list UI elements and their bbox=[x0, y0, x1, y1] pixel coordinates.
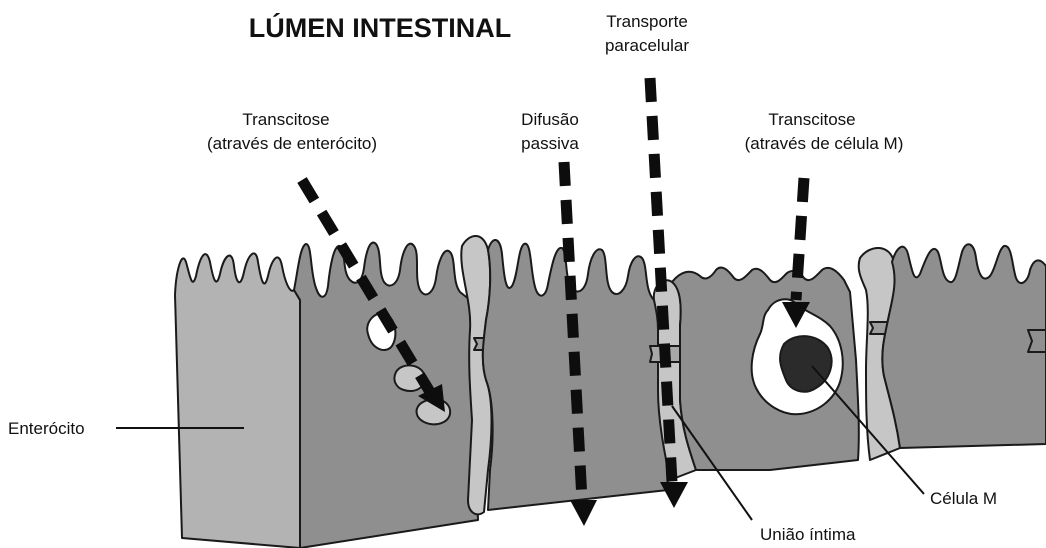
diagram-title: LÚMEN INTESTINAL bbox=[249, 12, 512, 43]
arrowhead-paracellular bbox=[660, 482, 688, 508]
enterocyte-front-cell bbox=[175, 253, 300, 548]
label-transcytosis-mcell-2: (através de célula M) bbox=[745, 134, 904, 153]
label-paracellular-1: Transporte bbox=[606, 12, 688, 31]
enterocyte-cell bbox=[882, 244, 1046, 448]
label-passive-diffusion-1: Difusão bbox=[521, 110, 579, 129]
label-paracellular-2: paracelular bbox=[605, 36, 689, 55]
label-transcytosis-mcell-1: Transcitose bbox=[768, 110, 855, 129]
epithelium bbox=[175, 236, 1046, 548]
label-passive-diffusion-2: passiva bbox=[521, 134, 579, 153]
enterocyte-cell bbox=[294, 243, 478, 548]
label-transcytosis-enterocyte-1: Transcitose bbox=[242, 110, 329, 129]
label-m-cell: Célula M bbox=[930, 489, 997, 508]
label-tight-junction: União íntima bbox=[760, 525, 856, 544]
label-enterocyte: Enterócito bbox=[8, 419, 85, 438]
label-transcytosis-enterocyte-2: (através de enterócito) bbox=[207, 134, 377, 153]
arrowhead-passive-diffusion bbox=[570, 500, 597, 526]
